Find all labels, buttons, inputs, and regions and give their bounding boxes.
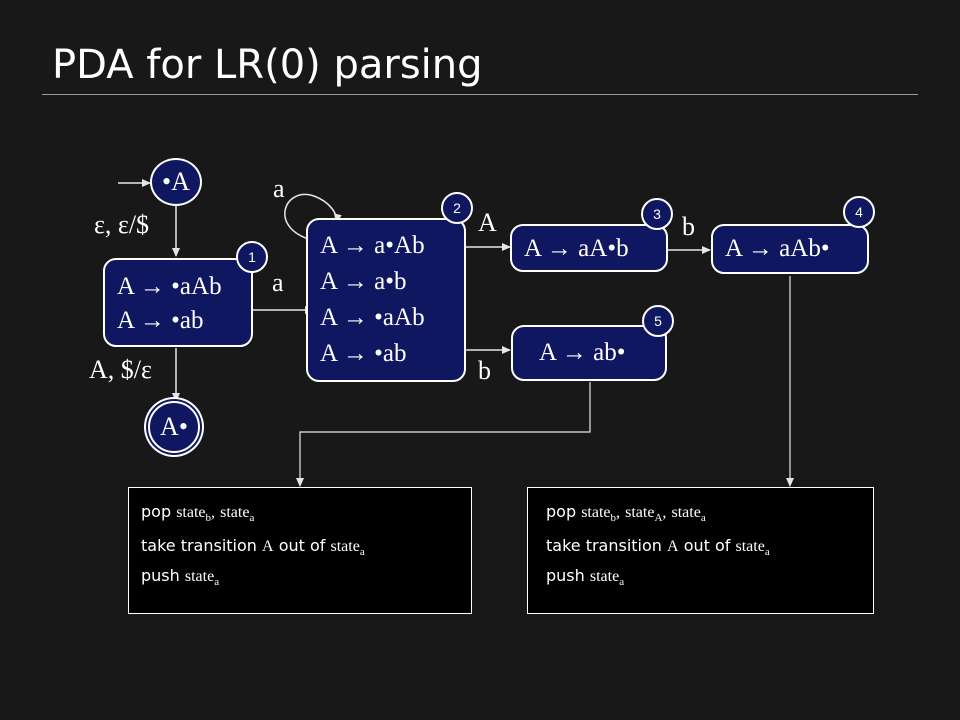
take-row: take transition A out of statea — [141, 534, 459, 564]
pop-state-subscript: a — [249, 512, 255, 525]
pop-state: state — [581, 504, 611, 521]
push-keyword: push — [141, 566, 180, 586]
push-state: state — [589, 568, 620, 586]
state-3-item: A → aA•b — [524, 235, 629, 262]
edge-self-loop-2 — [284, 193, 342, 241]
state-2-item: A → a•b — [320, 268, 407, 295]
edge-label-2-to-3: A — [478, 208, 497, 237]
pop-keyword: pop — [141, 502, 172, 521]
edge-label-3-to-4: b — [682, 212, 695, 241]
take-keyword: take transition — [546, 536, 662, 556]
state-4: A → aAb• — [711, 224, 869, 274]
state-1-number: 1 — [236, 241, 268, 273]
edge-label-self-loop-2: a — [273, 174, 285, 203]
take-state: state — [330, 538, 360, 556]
state-5: A → ab• — [511, 325, 667, 381]
pop-separator: , — [616, 504, 621, 521]
take-state: state — [735, 538, 765, 556]
take-keyword: take transition — [141, 536, 257, 556]
pop-state-subscript: a — [700, 512, 706, 525]
state-2-item: A → •aAb — [320, 304, 425, 331]
state-5-number: 5 — [642, 305, 674, 337]
edge-label-start-to-1: ε, ε/$ — [94, 210, 150, 239]
take-state-subscript: a — [764, 546, 770, 559]
reduce-action-box-left: pop stateb, statea take transition A out… — [128, 487, 472, 614]
state-1-item: A → •aAb — [117, 273, 222, 300]
pop-state-subscript: b — [610, 512, 617, 525]
push-state-subscript: a — [619, 576, 625, 589]
edge-label-1-to-2: a — [272, 268, 284, 297]
state-1: A → •aAb A → •ab — [103, 258, 253, 347]
edge-label-1-to-accept: A, $/ε — [89, 355, 152, 384]
take-row: take transition A out of statea — [546, 534, 861, 564]
take-state-subscript: a — [359, 546, 365, 559]
state-4-number: 4 — [843, 196, 875, 228]
state-1-item: A → •ab — [117, 307, 204, 334]
pop-separator: , — [662, 504, 667, 521]
pop-separator: , — [211, 504, 216, 521]
state-start: •A — [150, 158, 202, 206]
pop-keyword: pop — [546, 502, 577, 521]
state-2-number: 2 — [441, 192, 473, 224]
push-row: push statea — [141, 564, 459, 594]
edge-label-2-to-5: b — [478, 356, 491, 385]
push-state-subscript: a — [214, 576, 220, 589]
slide-title: PDA for LR(0) parsing — [52, 42, 483, 88]
state-2-item: A → •ab — [320, 340, 407, 367]
pop-state: state — [625, 504, 655, 521]
push-keyword: push — [546, 566, 585, 586]
take-out-of: out of — [683, 536, 731, 556]
state-4-item: A → aAb• — [725, 235, 830, 262]
state-5-item: A → ab• — [539, 339, 626, 366]
pop-row: pop stateb, stateA, statea — [546, 500, 861, 530]
push-row: push statea — [546, 564, 861, 594]
take-symbol: A — [667, 538, 679, 556]
reduce-action-box-right: pop stateb, stateA, statea take transiti… — [527, 487, 874, 614]
state-3-number: 3 — [641, 198, 673, 230]
pop-state: state — [671, 504, 701, 521]
pop-state-subscript: b — [205, 512, 212, 525]
pop-row: pop stateb, statea — [141, 500, 459, 530]
edge-5-to-left-box — [296, 382, 591, 487]
push-state: state — [184, 568, 215, 586]
state-start-label: •A — [162, 167, 190, 196]
take-out-of: out of — [278, 536, 326, 556]
take-symbol: A — [262, 538, 274, 556]
pop-state-subscript: A — [654, 512, 663, 525]
state-accept: A• — [148, 401, 200, 453]
state-2: A → a•Ab A → a•b A → •aAb A → •ab — [306, 218, 466, 382]
pop-state: state — [220, 504, 250, 521]
state-3: A → aA•b — [510, 224, 668, 272]
state-2-item: A → a•Ab — [320, 232, 425, 259]
state-accept-label: A• — [160, 412, 188, 441]
title-underline — [42, 94, 918, 95]
pop-state: state — [176, 504, 206, 521]
